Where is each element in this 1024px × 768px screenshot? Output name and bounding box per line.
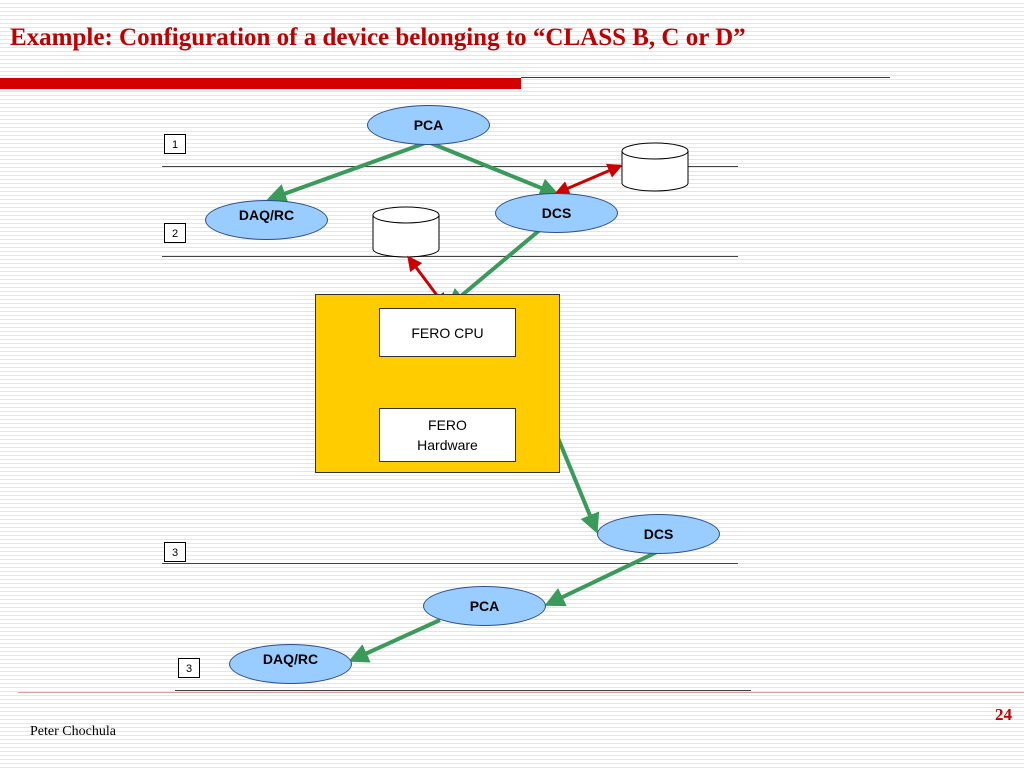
dcs-node-label: DCS [541,205,572,221]
title-accent-bar [0,78,521,89]
level-badge-3: 3 [164,542,186,562]
level-badge-3b: 3 [178,658,200,678]
daq-rc-node-label: DAQ/RC [262,651,319,667]
pca-node: PCA [423,586,546,626]
arrow-pca-to-daq [266,140,429,203]
dcs-node: DCS [597,514,720,554]
database-icon [372,206,440,258]
daq-rc-node: DAQ/RC [229,644,352,684]
title-accent-line [521,77,890,78]
level-3b-line [175,690,751,691]
arrow-pca-to-daq-bottom [348,618,441,663]
pca-node: PCA [367,105,490,145]
fero-cpu-label: FERO CPU [411,324,484,341]
dcs-node: DCS [495,193,618,233]
pca-node-label: PCA [469,598,500,614]
fero-hardware-label: FERO Hardware [417,417,478,453]
arrow-pca-to-dcs [427,140,560,198]
daq-rc-node: DAQ/RC [205,200,328,240]
level-badge-1: 1 [164,134,186,154]
arrow-dcs-to-pca [544,550,658,607]
level-badge-2: 2 [164,223,186,243]
pca-node-label: PCA [413,117,444,133]
database-icon [621,142,689,192]
dcs-node-label: DCS [643,526,674,542]
level-2-line [162,256,738,257]
arrow-dcs-database [554,163,623,196]
page-number: 24 [995,705,1012,724]
author: Peter Chochula [30,724,116,739]
fero-hardware-box: FERO Hardware [379,408,516,462]
slide-title: Example: Configuration of a device belon… [10,24,746,51]
fero-cpu-box: FERO CPU [379,308,516,357]
level-1-line [162,166,738,167]
level-3-line [162,563,738,564]
footer-line [18,692,1024,693]
daq-rc-node-label: DAQ/RC [238,207,295,223]
